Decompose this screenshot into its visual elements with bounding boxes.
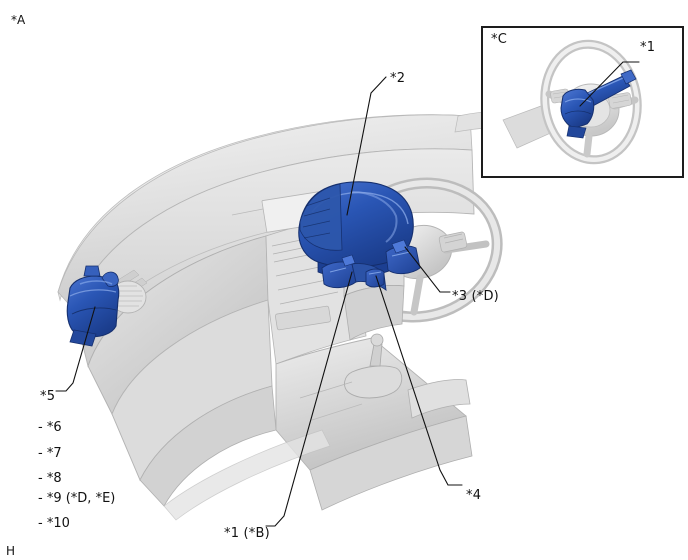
highlight-ignition-lever — [365, 268, 385, 288]
marker-top-left: *A — [11, 13, 26, 27]
highlight-column-switch-right — [385, 239, 421, 275]
inset-highlight-combination-switch — [560, 69, 637, 139]
legend-item-10: - *10 — [38, 516, 70, 531]
highlight-combination-meter-hood — [298, 181, 414, 278]
legend-item-6: - *6 — [38, 420, 62, 435]
marker-bottom-left: H — [6, 544, 16, 558]
legend-item-9: - *9 (*D, *E) — [38, 491, 116, 506]
legend-item-7: - *7 — [38, 446, 62, 461]
callout-1b: *1 (*B) — [224, 526, 270, 541]
inset-detail-box — [481, 26, 684, 178]
center-console — [275, 333, 473, 511]
floor-shadow — [163, 429, 331, 521]
callout-5: *5 — [40, 389, 56, 404]
glove-box-and-lower-panel — [87, 235, 277, 507]
inset-leader-line — [579, 61, 640, 107]
callout-3: *3 (*D) — [452, 289, 499, 304]
callout-4: *4 — [466, 488, 482, 503]
highlight-dash-side-junction-block — [66, 265, 120, 347]
inset-reference-label: *C — [491, 32, 507, 47]
legend-item-8: - *8 — [38, 471, 62, 486]
inset-steering-wheel-illustration — [502, 39, 642, 165]
inset-callout-1: *1 — [640, 40, 656, 55]
leader-lines — [55, 76, 463, 527]
callout-2: *2 — [390, 71, 406, 86]
